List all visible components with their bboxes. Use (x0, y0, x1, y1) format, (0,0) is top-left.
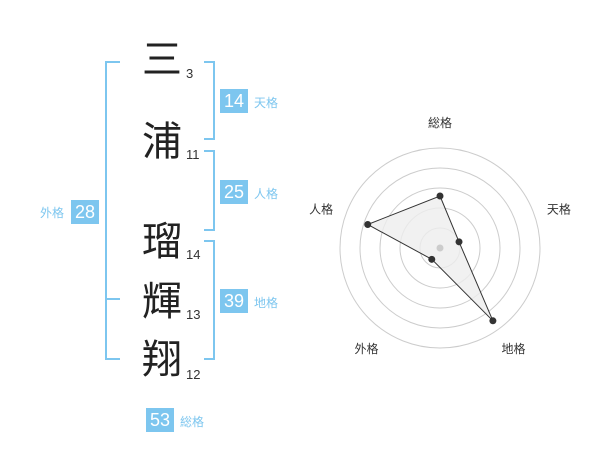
chikaku-value-badge: 39 (220, 289, 248, 313)
stroke-count-3: 14 (186, 247, 201, 262)
radar-grid-ring-3 (379, 187, 501, 309)
name-char-5: 翔 (142, 337, 182, 383)
radar-axis-label-4: 外格 (354, 341, 378, 356)
stroke-count-2: 11 (186, 147, 200, 162)
name-char-3: 瑠 (142, 219, 182, 265)
chikaku-label: 地格 (254, 296, 279, 310)
radar-axis-label-1: 総格 (428, 115, 452, 130)
radar-grid-ring-5 (339, 147, 541, 349)
stroke-count-4: 13 (186, 307, 201, 322)
radar-point-4 (428, 255, 436, 263)
soukaku-label: 総格 (180, 415, 205, 429)
jinkaku-value-badge: 25 (220, 180, 248, 204)
radar-point-5 (364, 221, 372, 229)
radar-point-3 (489, 317, 497, 325)
tenkaku-label: 天格 (254, 96, 279, 110)
name-char-1: 三 (142, 37, 182, 83)
radar-center-dot (436, 244, 444, 252)
radar-axis-label-2: 天格 (547, 201, 571, 216)
radar-point-1 (436, 192, 444, 200)
radar-grid-ring-4 (359, 167, 521, 329)
stroke-count-5: 12 (186, 367, 201, 382)
radar-axis-label-5: 人格 (309, 201, 333, 216)
jinkaku-label: 人格 (254, 187, 279, 201)
radar-axis-label-3: 地格 (501, 341, 525, 356)
soukaku-value-badge: 53 (146, 408, 174, 432)
stroke-count-1: 3 (186, 66, 194, 81)
gaikaku-label: 外格 (40, 206, 65, 220)
gaikaku-value-badge: 28 (71, 200, 99, 224)
name-char-2: 浦 (142, 119, 182, 165)
tenkaku-value-badge: 14 (220, 89, 248, 113)
radar-point-2 (455, 238, 463, 246)
name-char-4: 輝 (142, 279, 182, 325)
